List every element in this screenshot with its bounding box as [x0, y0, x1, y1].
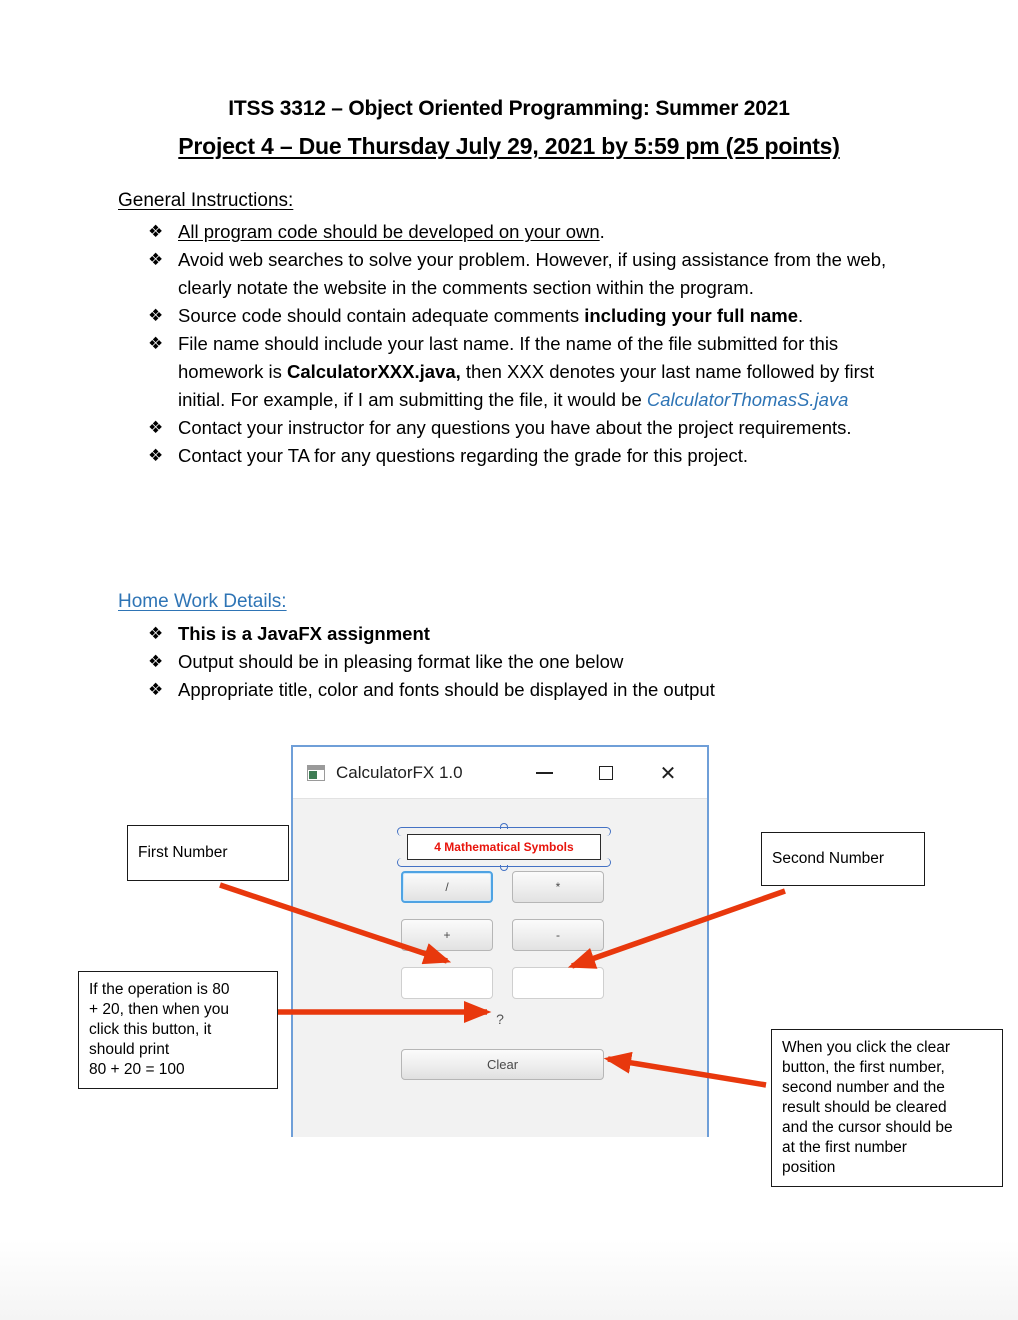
bullet-item-file-naming: ❖ File name should include your last name…	[148, 330, 888, 414]
bullet-item-text: Avoid web searches to solve your problem…	[178, 249, 887, 298]
bullet-item-text: All program code should be developed on …	[178, 221, 605, 242]
multiply-button[interactable]: *	[512, 871, 604, 903]
bullet-diamond-icon: ❖	[148, 624, 164, 644]
bullet-diamond-icon: ❖	[148, 222, 164, 242]
bullet-item-javafx-assignment: ❖ This is a JavaFX assignment	[148, 620, 888, 648]
annotation-first-number: First Number	[127, 825, 289, 881]
brace-top-icon	[397, 823, 611, 836]
page-bottom-fade	[0, 1240, 1018, 1320]
bullet-diamond-icon: ❖	[148, 446, 164, 466]
brace-bottom-icon	[397, 858, 611, 871]
annotation-line: should print	[89, 1041, 170, 1058]
bullet-item-text: Contact your TA for any questions regard…	[178, 445, 749, 466]
annotation-line: click this button, it	[89, 1021, 212, 1038]
bullet-item-contact-instructor: ❖ Contact your instructor for any questio…	[148, 414, 888, 442]
bullet-diamond-icon: ❖	[148, 306, 164, 326]
annotation-plus-button: If the operation is 80 + 20, then when yo…	[78, 971, 278, 1089]
bullet-diamond-icon: ❖	[148, 334, 164, 354]
plus-button[interactable]: +	[401, 919, 493, 951]
bullet-item-text: Source code should contain adequate comm…	[178, 305, 804, 326]
homework-details-list: ❖ This is a JavaFX assignment ❖ Output shou…	[148, 620, 888, 704]
bullet-item-text: Appropriate title, color and fonts shoul…	[178, 679, 715, 700]
bullet-diamond-icon: ❖	[148, 418, 164, 438]
maximize-icon[interactable]	[583, 747, 629, 799]
annotation-second-number: Second Number	[761, 832, 925, 886]
bullet-diamond-icon: ❖	[148, 680, 164, 700]
bullet-item-text: Output should be in pleasing format like…	[178, 651, 624, 672]
annotation-line: + 20, then when you	[89, 1001, 230, 1018]
window-title-text: CalculatorFX 1.0	[336, 762, 463, 782]
annotation-line: When you click the clear	[782, 1039, 950, 1056]
minus-button[interactable]: -	[512, 919, 604, 951]
annotation-line: at the first number	[782, 1139, 907, 1156]
second-number-input[interactable]	[512, 967, 604, 999]
annotation-line: result should be cleared	[782, 1099, 947, 1116]
bullet-item-avoid-web-searches: ❖ Avoid web searches to solve your proble…	[148, 246, 888, 302]
bullet-item-title-color-fonts: ❖ Appropriate title, color and fonts shou…	[148, 676, 888, 704]
bullet-item-text: File name should include your last name.…	[178, 333, 875, 410]
symbols-callout-group: 4 Mathematical Symbols	[397, 823, 611, 871]
calculator-window-mock: CalculatorFX 1.0 ✕ 4 Mathematical Symbol…	[291, 745, 709, 1137]
annotation-line: button, the first number,	[782, 1059, 945, 1076]
symbols-callout-label: 4 Mathematical Symbols	[407, 834, 601, 860]
annotation-line: and the cursor should be	[782, 1119, 953, 1136]
annotation-line: If the operation is 80	[89, 981, 230, 998]
calculator-body: 4 Mathematical Symbols / * + - ? Clear	[293, 799, 707, 1137]
bullet-item-pleasing-format: ❖ Output should be in pleasing format lik…	[148, 648, 888, 676]
annotation-line: second number and the	[782, 1079, 945, 1096]
annotation-clear-button: When you click the clear button, the firs…	[771, 1029, 1003, 1187]
window-title-bar: CalculatorFX 1.0 ✕	[293, 747, 707, 799]
page-title-line-1: ITSS 3312 – Object Oriented Programming:…	[228, 97, 790, 120]
app-window-icon	[307, 764, 325, 781]
bullet-item-text: This is a JavaFX assignment	[178, 623, 430, 644]
bullet-item-develop-on-own: ❖ All program code should be developed on…	[148, 218, 888, 246]
result-label: ?	[496, 1011, 504, 1027]
annotation-line: 80 + 20 = 100	[89, 1061, 185, 1078]
bullet-item-adequate-comments: ❖ Source code should contain adequate com…	[148, 302, 888, 330]
page-title-line-2: Project 4 – Due Thursday July 29, 2021 b…	[178, 133, 840, 159]
close-icon[interactable]: ✕	[659, 762, 677, 785]
bullet-item-text: Contact your instructor for any question…	[178, 417, 852, 438]
first-number-input[interactable]	[401, 967, 493, 999]
divide-button[interactable]: /	[401, 871, 493, 903]
general-instructions-heading: General Instructions:	[118, 190, 294, 211]
homework-details-heading: Home Work Details:	[118, 591, 287, 612]
clear-button[interactable]: Clear	[401, 1049, 604, 1080]
bullet-diamond-icon: ❖	[148, 250, 164, 270]
minimize-icon[interactable]	[521, 747, 567, 799]
general-instructions-list: ❖ All program code should be developed on…	[148, 218, 888, 470]
bullet-diamond-icon: ❖	[148, 652, 164, 672]
bullet-item-contact-ta: ❖ Contact your TA for any questions regar…	[148, 442, 888, 470]
annotation-line: position	[782, 1159, 836, 1176]
